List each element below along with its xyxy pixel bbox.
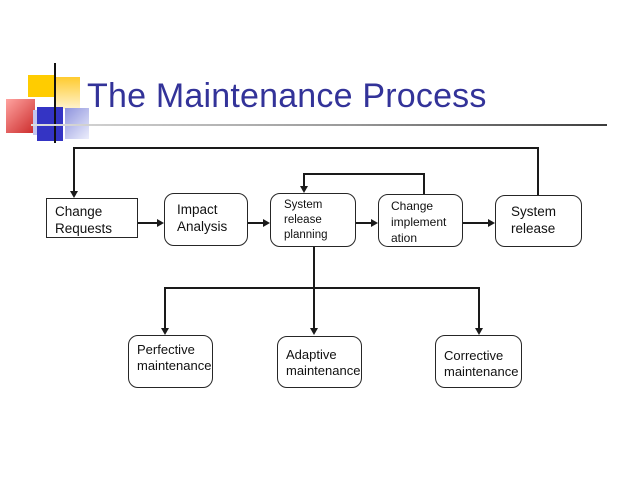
arrowhead-into-corrective-icon [475, 328, 483, 335]
arrowhead-into-system-release-icon [488, 219, 495, 227]
connector-to-corrective-vertical [478, 287, 480, 328]
deco-vertical-line [54, 63, 56, 143]
connector-implementation-to-release [463, 222, 489, 224]
box-label-line: Change [391, 199, 434, 213]
connector-iteration-left-vertical [303, 173, 305, 186]
deco-yellow-gradient-square [56, 77, 80, 109]
box-change-requests: Change Requests [46, 198, 138, 238]
arrowhead-into-adaptive-icon [310, 328, 318, 335]
connector-change-requests-to-impact-analysis [137, 222, 157, 224]
box-label-line: Perfective [137, 342, 195, 357]
arrowhead-into-system-release-planning-icon [300, 186, 308, 193]
box-perfective-maintenance: Perfective maintenance [128, 335, 213, 388]
box-label-line: implement [391, 215, 447, 229]
box-label-line: release [511, 221, 556, 236]
connector-distribution-horizontal [164, 287, 479, 289]
box-label-line: maintenance [137, 358, 212, 373]
connector-impact-analysis-to-planning [248, 222, 264, 224]
box-label-line: ation [391, 231, 418, 245]
connector-iteration-right-vertical [423, 173, 425, 194]
box-label-line: Impact [177, 202, 218, 217]
connector-feedback-right-vertical [537, 147, 539, 196]
deco-blue-gradient-square [65, 108, 89, 139]
box-label-line: Corrective [444, 348, 504, 363]
connector-planning-down-vertical [313, 247, 315, 288]
connector-feedback-horizontal [73, 147, 538, 149]
box-label-line: release [284, 214, 322, 226]
box-label-line: System [511, 204, 557, 219]
connector-iteration-horizontal [303, 173, 424, 175]
box-label-line: Requests [55, 221, 113, 236]
box-label-line: maintenance [444, 364, 519, 379]
title-underline [31, 124, 607, 126]
arrowhead-into-implementation-icon [371, 219, 378, 227]
deco-yellow-square [28, 75, 54, 97]
box-system-release: System release [495, 195, 582, 247]
connector-to-adaptive-vertical [313, 287, 315, 328]
arrowhead-into-perfective-icon [161, 328, 169, 335]
box-impact-analysis: Impact Analysis [164, 193, 248, 246]
box-label-line: Adaptive [286, 347, 337, 362]
box-corrective-maintenance: Corrective maintenance [435, 335, 522, 388]
arrowhead-into-planning-icon [263, 219, 270, 227]
connector-to-perfective-vertical [164, 287, 166, 328]
slide-title: The Maintenance Process [87, 77, 487, 115]
box-label-line: planning [284, 229, 328, 241]
connector-planning-to-implementation [356, 222, 372, 224]
arrowhead-into-change-requests-icon [70, 191, 78, 198]
connector-feedback-left-vertical [73, 147, 75, 191]
box-label-line: Change [55, 204, 103, 219]
arrowhead-into-impact-analysis-icon [157, 219, 164, 227]
box-label-line: Analysis [177, 219, 228, 234]
box-system-release-planning: System release planning [270, 193, 356, 247]
box-change-implementation: Change implement ation [378, 194, 463, 247]
box-label-line: maintenance [286, 363, 361, 378]
box-adaptive-maintenance: Adaptive maintenance [277, 336, 362, 388]
deco-red-square [6, 99, 35, 133]
box-label-line: System [284, 199, 323, 211]
